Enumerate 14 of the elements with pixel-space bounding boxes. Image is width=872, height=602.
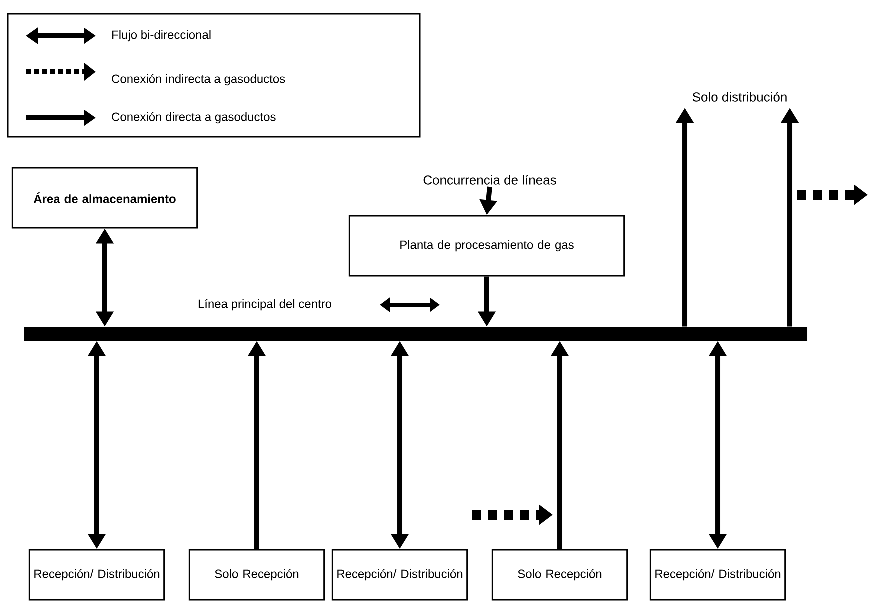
station-box: Recepción/ Distribución: [332, 549, 468, 601]
input-label: Concurrencia de líneas: [424, 175, 556, 185]
legend-text: Conexión indirecta a gasoductos: [112, 74, 286, 86]
station-box: Recepción/ Distribución: [650, 549, 786, 601]
station-box: Solo Recepción: [492, 549, 628, 601]
storage-box: Área de almacenamiento: [12, 167, 198, 229]
legend-text: Flujo bi-direccional: [112, 30, 211, 42]
station-box: Recepción/ Distribución: [28, 549, 166, 601]
legend-text: Conexión directa a gasoductos: [112, 112, 276, 124]
output-label: Solo distribución: [692, 92, 787, 102]
station-box: Solo Recepción: [188, 549, 326, 601]
main-line-bar: [24, 327, 808, 341]
line-label: Línea principal del centro: [198, 299, 332, 311]
plant-box: Planta de procesamiento de gas: [348, 215, 626, 277]
